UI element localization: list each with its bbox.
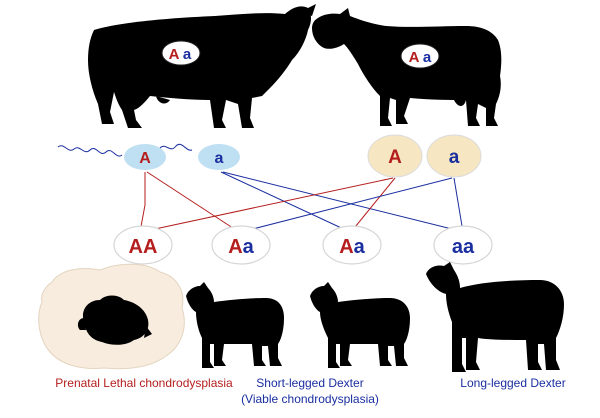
sperm-tail-2: [159, 143, 193, 151]
cross-lines: [139, 171, 465, 233]
calf-silhouette-icon: [426, 262, 564, 372]
offspring-genotype-label: AA: [129, 236, 158, 258]
egg-allele-recessive: a: [449, 147, 460, 168]
lethal-phenotype-label: Prenatal Lethal chondrodysplasia: [55, 376, 233, 390]
cow-allele-recessive: a: [423, 49, 432, 66]
egg-allele-dominant: A: [388, 147, 402, 168]
sperm-icon: [198, 144, 240, 170]
bull-allele-recessive: a: [183, 46, 192, 63]
bull-allele-dominant: A: [169, 46, 180, 63]
cow-silhouette-icon: [312, 8, 502, 126]
offspring-genotype-aa-dominant: [113, 225, 173, 265]
cow-allele-dominant: A: [409, 49, 420, 66]
long-legged-label: Long-legged Dexter: [460, 376, 565, 390]
offspring-genotype-label: Aa: [228, 236, 254, 258]
offspring-genotype-heterozygous: [211, 225, 271, 265]
sperm-allele-recessive: a: [215, 150, 224, 167]
offspring-genotype-heterozygous: [322, 225, 382, 265]
sperm-icon: [124, 144, 166, 170]
sperm-allele-dominant: A: [139, 150, 151, 167]
cow-genotype-badge: [400, 43, 440, 69]
offspring-genotype-label: aa: [452, 236, 475, 258]
short-legged-label: Short-legged Dexter: [256, 376, 363, 390]
egg-icon: [426, 134, 482, 178]
calf-silhouette-icon: [310, 282, 410, 368]
calf-silhouette-icon: [186, 282, 284, 368]
bull-silhouette-icon: [88, 4, 316, 128]
bull-genotype-badge: [161, 40, 201, 66]
viable-chondrodysplasia-label: (Viable chondrodysplasia): [241, 392, 379, 406]
cow-tail-tuft: [455, 87, 473, 101]
offspring-genotype-label: Aa: [339, 236, 365, 258]
offspring-genotype-aa-recessive: [433, 225, 493, 265]
offspring-genotypes: AA Aa Aa aa: [113, 225, 493, 265]
sperm-tail-1: [57, 145, 123, 157]
egg-icon: [367, 134, 423, 178]
embryo-icon: [77, 295, 152, 345]
